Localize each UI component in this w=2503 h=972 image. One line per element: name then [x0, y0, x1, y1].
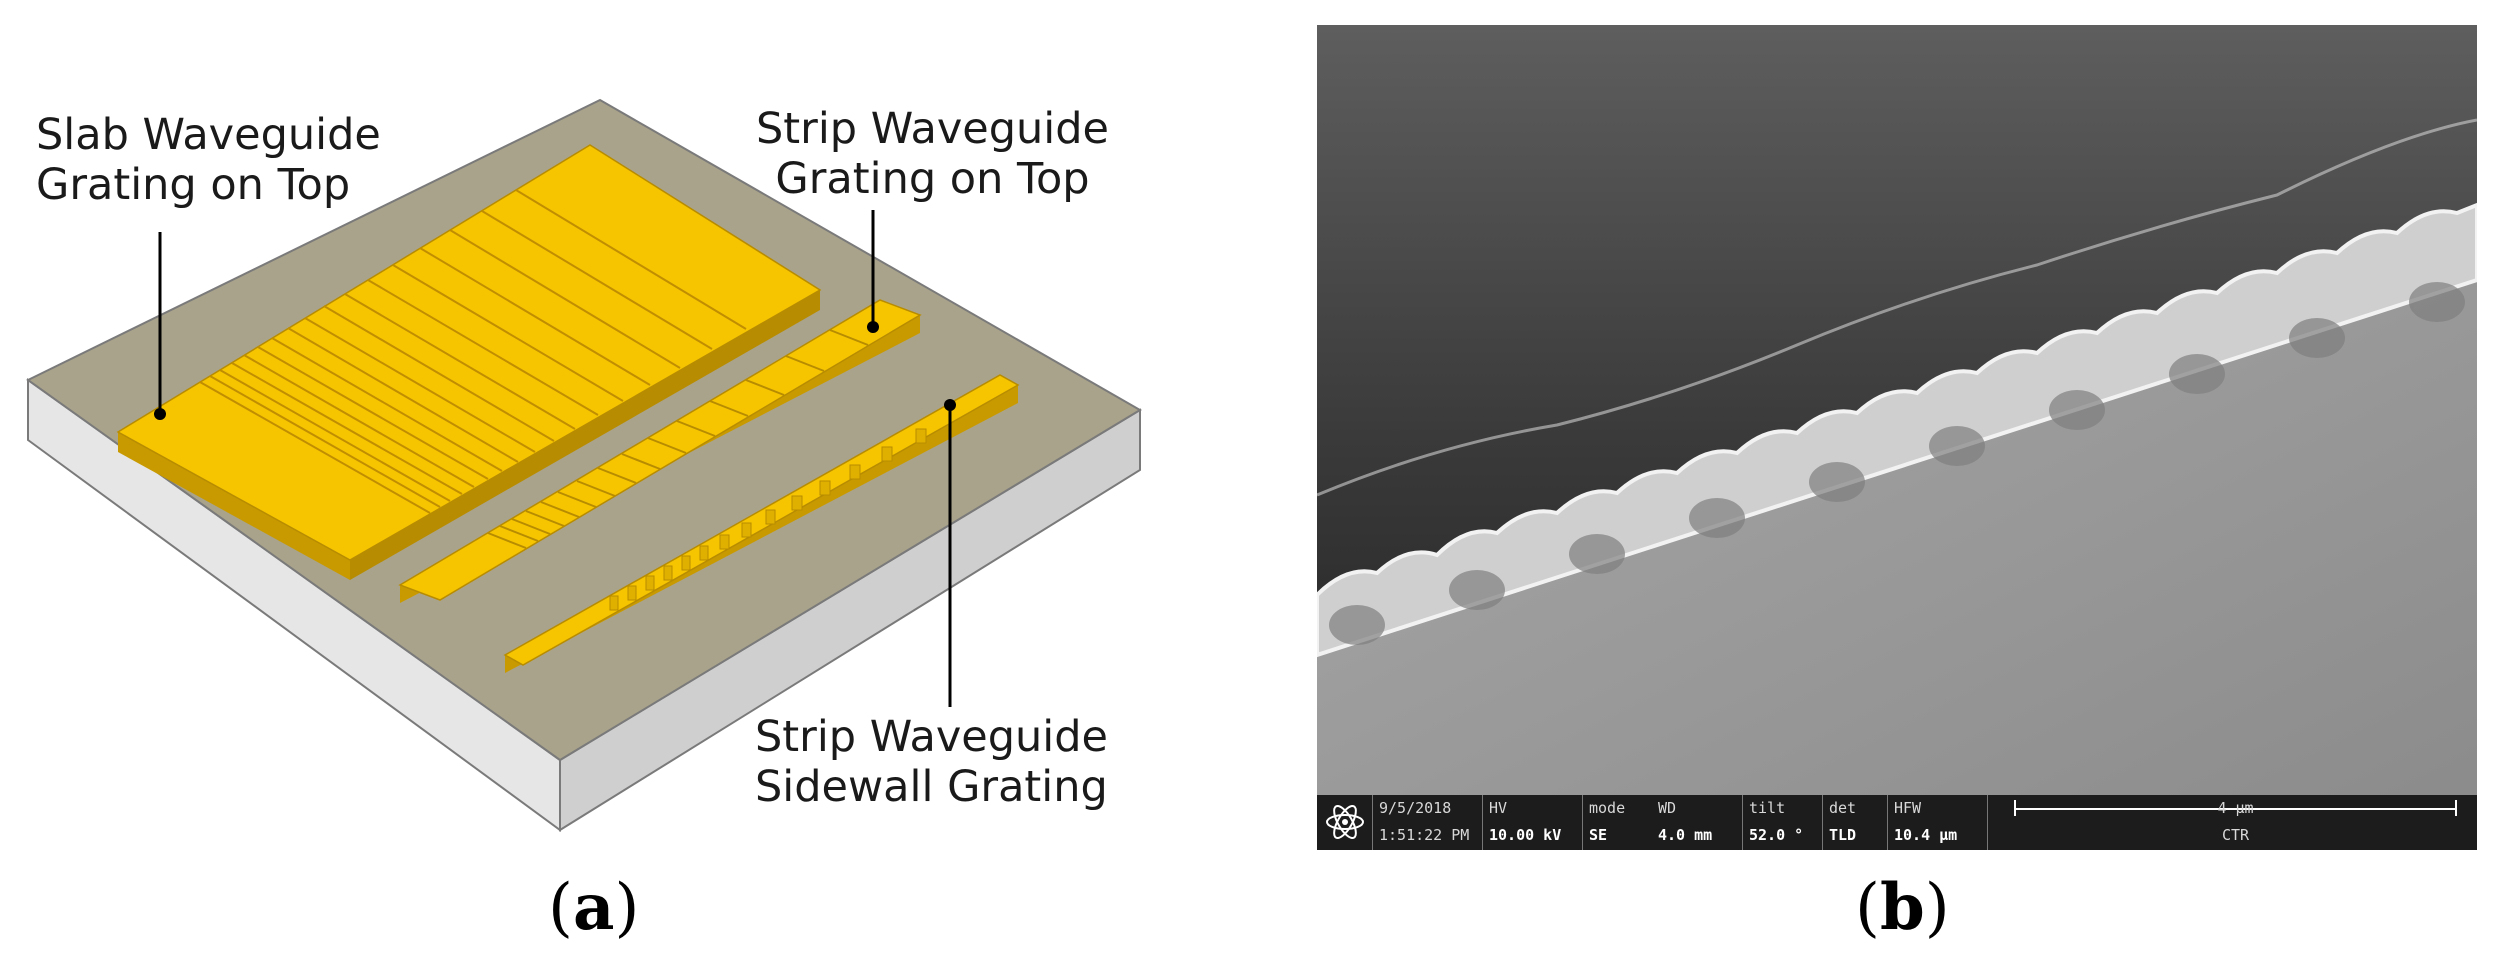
sem-time: 1:51:22 PM — [1379, 826, 1470, 844]
waveguide-schematic — [26, 98, 1142, 832]
sem-scale-row: 4 µm — [1994, 795, 2477, 822]
strip-side-leader-dot — [944, 399, 956, 411]
slab-waveguide-label: Slab Waveguide Grating on Top — [36, 110, 381, 211]
sem-det-value: TLD — [1829, 826, 1857, 844]
sem-scale-bar-left-tick — [2014, 800, 2016, 816]
sem-date-cell: 9/5/2018 1:51:22 PM — [1372, 795, 1482, 850]
strip-top-label-line2: Grating on Top — [775, 154, 1090, 205]
sem-hfw-label: HFW — [1894, 799, 1922, 817]
sem-hv-cell: HV 10.00 kV — [1482, 795, 1582, 850]
strip-top-label: Strip Waveguide Grating on Top — [756, 104, 1109, 205]
slab-side-front — [118, 432, 350, 580]
panel-b-caption: (b) — [1855, 870, 1950, 945]
sem-mode-value: SE — [1589, 826, 1608, 844]
slab-top — [116, 144, 822, 561]
sem-logo-cell — [1317, 795, 1372, 850]
strip-top-waveguide — [398, 299, 922, 601]
panel-b-letter: b — [1879, 870, 1925, 945]
sem-micrograph — [1317, 25, 2477, 850]
panel-a-letter: a — [572, 870, 615, 945]
sem-tilt-cell: tilt 52.0 ° — [1742, 795, 1822, 850]
sem-ctr-label: CTR — [2221, 826, 2250, 844]
sem-hfw-cell: HFW 10.4 µm — [1887, 795, 1987, 850]
sem-scale-bar-right-tick — [2455, 800, 2457, 816]
sem-date: 9/5/2018 — [1379, 799, 1452, 817]
sem-scale-cell: 4 µm CTR — [1987, 795, 2477, 850]
sem-hv-label: HV — [1489, 799, 1508, 817]
atom-logo-icon — [1326, 805, 1364, 839]
sem-tilt-value: 52.0 ° — [1749, 826, 1804, 844]
strip-side-label-line1: Strip Waveguide — [755, 712, 1109, 762]
slab-label-line1: Slab Waveguide — [36, 110, 381, 160]
slab-label-line2: Grating on Top — [36, 160, 351, 211]
strip-top-leader-dot — [867, 321, 879, 333]
sem-info-bar: 9/5/2018 1:51:22 PM HV 10.00 kV mode SE … — [1317, 795, 2477, 850]
strip-top-grating-lines — [487, 329, 869, 549]
sem-wd-cell: WD 4.0 mm — [1652, 795, 1742, 850]
sem-wd-label: WD — [1658, 799, 1677, 817]
sidewall-teeth — [609, 428, 927, 611]
panel-a-caption: (a) — [548, 870, 640, 945]
sem-tilt-label: tilt — [1749, 799, 1786, 817]
sem-mode-label: mode — [1589, 799, 1626, 817]
sem-hfw-value: 10.4 µm — [1894, 826, 1958, 844]
sem-hv-value: 10.00 kV — [1489, 826, 1562, 844]
sem-det-label: det — [1829, 799, 1857, 817]
strip-top-label-line1: Strip Waveguide — [756, 104, 1110, 154]
sem-wd-value: 4.0 mm — [1658, 826, 1713, 844]
sem-scallops — [1329, 282, 2465, 645]
sem-substrate-region — [1317, 265, 2477, 850]
strip-side-label-line2: Sidewall Grating — [755, 762, 1108, 813]
sem-scale-bar — [2014, 808, 2457, 810]
sem-scale-label: 4 µm — [2217, 799, 2254, 817]
sem-det-cell: det TLD — [1822, 795, 1887, 850]
sem-top-edge — [1317, 118, 2477, 497]
slab-grating-lines — [199, 189, 747, 514]
sem-mode-cell: mode SE — [1582, 795, 1652, 850]
strip-side-label: Strip Waveguide Sidewall Grating — [755, 712, 1108, 813]
slab-leader-dot — [154, 408, 166, 420]
slab-side-right — [350, 290, 820, 580]
